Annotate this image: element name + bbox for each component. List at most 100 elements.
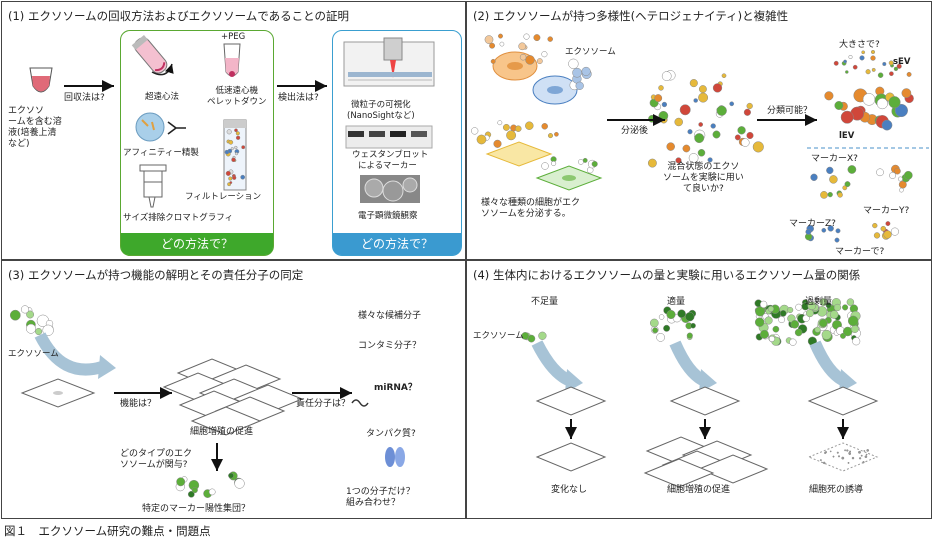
vesicle	[654, 94, 663, 103]
cell-plate	[643, 458, 715, 488]
vesicle	[656, 333, 665, 342]
vesicle	[743, 108, 751, 116]
vesicle	[790, 320, 800, 329]
classify-question: 分類可能？	[767, 106, 813, 116]
vesicle	[802, 314, 810, 322]
vesicle	[716, 105, 727, 116]
filtration-label: フィルトレーション	[185, 192, 262, 202]
vesicle	[536, 58, 543, 65]
vesicle	[493, 139, 502, 148]
vesicle	[890, 227, 899, 236]
vesicle	[829, 310, 839, 319]
vesicle	[894, 167, 901, 175]
vesicle	[754, 317, 765, 327]
vesicle	[888, 96, 901, 109]
vesicle	[759, 300, 768, 309]
marker-z-label: マーカーZ?	[789, 219, 836, 229]
vesicle	[865, 69, 871, 75]
vesicle	[685, 312, 695, 322]
detection-methods-box: どの方法で？	[332, 30, 462, 256]
recovery-banner: どの方法で？	[121, 233, 273, 255]
vesicle	[647, 158, 657, 168]
vesicle	[893, 66, 899, 72]
detection-banner: どの方法で？	[333, 233, 461, 255]
affinity-bead-icon	[135, 112, 186, 142]
vesicle	[829, 175, 838, 184]
vesicle	[841, 456, 845, 460]
panel2-title: (2) エクソソームが持つ多様性(ヘテロジェナイティ)と複雑性	[473, 9, 789, 23]
vesicle	[471, 127, 479, 135]
death-label: 細胞死の誘導	[809, 485, 864, 495]
vesicle	[228, 176, 233, 181]
vesicle	[9, 309, 21, 321]
vesicle	[872, 222, 878, 229]
vesicle	[541, 51, 548, 58]
sec-column-icon	[139, 164, 167, 208]
vesicle	[518, 42, 527, 51]
vesicle	[881, 119, 893, 131]
lev-label: lEV	[839, 131, 855, 141]
vesicle	[861, 50, 866, 55]
vesicle	[582, 157, 588, 163]
vesicle	[864, 455, 868, 459]
mirna-question: miRNA？	[374, 383, 417, 393]
peg-tube-icon	[223, 43, 241, 77]
vesicle	[847, 461, 850, 464]
vesicle	[502, 123, 510, 131]
vesicle	[686, 332, 693, 339]
vesicle	[837, 192, 843, 198]
vesicle	[231, 157, 236, 163]
vesicle	[845, 70, 849, 74]
vesicle	[26, 310, 35, 319]
vesicle	[226, 129, 232, 135]
vesicle	[846, 449, 849, 452]
vesicle	[847, 315, 859, 327]
vesicle	[694, 133, 705, 144]
vesicle	[538, 331, 547, 340]
vesicle	[826, 166, 834, 175]
nanosight-icon	[343, 37, 435, 87]
vesicle	[858, 450, 861, 454]
recovery-question: 回収法は?	[64, 93, 105, 103]
vesicle	[515, 125, 522, 132]
vesicle	[689, 79, 698, 88]
vesicle	[906, 71, 912, 77]
vesicle	[697, 149, 706, 157]
type-question: どのタイプのエク ソソームが関与?	[120, 449, 193, 470]
vesicle	[229, 181, 233, 185]
vesicle	[847, 165, 857, 174]
panel-function: (3) エクソソームが持つ機能の解明とその責任分子の同定 エクソソーム 機能は？…	[1, 260, 466, 519]
vesicle	[568, 58, 579, 69]
vesicle	[897, 176, 903, 182]
size-question: 大きさで?	[839, 40, 880, 50]
vesicle	[208, 488, 216, 496]
vesicle	[234, 128, 238, 133]
recovery-methods-box: どの方法で？	[120, 30, 274, 256]
vesicle	[866, 449, 870, 452]
vesicle	[698, 85, 707, 94]
vesicle	[225, 170, 231, 176]
western-blot-icon	[345, 125, 433, 149]
vesicle	[768, 335, 775, 342]
vesicle	[176, 477, 186, 487]
vesicle	[26, 323, 36, 334]
vesicle	[885, 221, 891, 227]
vesicle	[677, 309, 686, 318]
vesicle	[674, 117, 683, 127]
vesicle	[819, 298, 828, 307]
vesicle	[687, 129, 693, 135]
vesicle	[591, 160, 598, 168]
vesicle	[690, 322, 696, 329]
insufficient-label: 不足量	[531, 297, 559, 307]
vesicle	[498, 33, 503, 39]
panel4-title: (4) 生体内におけるエクソソームの量と実験に用いるエクソソーム量の関係	[473, 268, 861, 282]
western-label: ウェスタンブロット によるマーカー	[352, 150, 429, 171]
plate-no-change	[535, 442, 607, 472]
function-question: 機能は？	[120, 399, 157, 409]
vesicle	[489, 42, 496, 49]
appropriate-label: 適量	[667, 297, 686, 307]
vesicle	[661, 101, 668, 108]
vesicle	[825, 302, 832, 309]
vesicle	[779, 310, 787, 317]
vesicle	[232, 175, 237, 180]
